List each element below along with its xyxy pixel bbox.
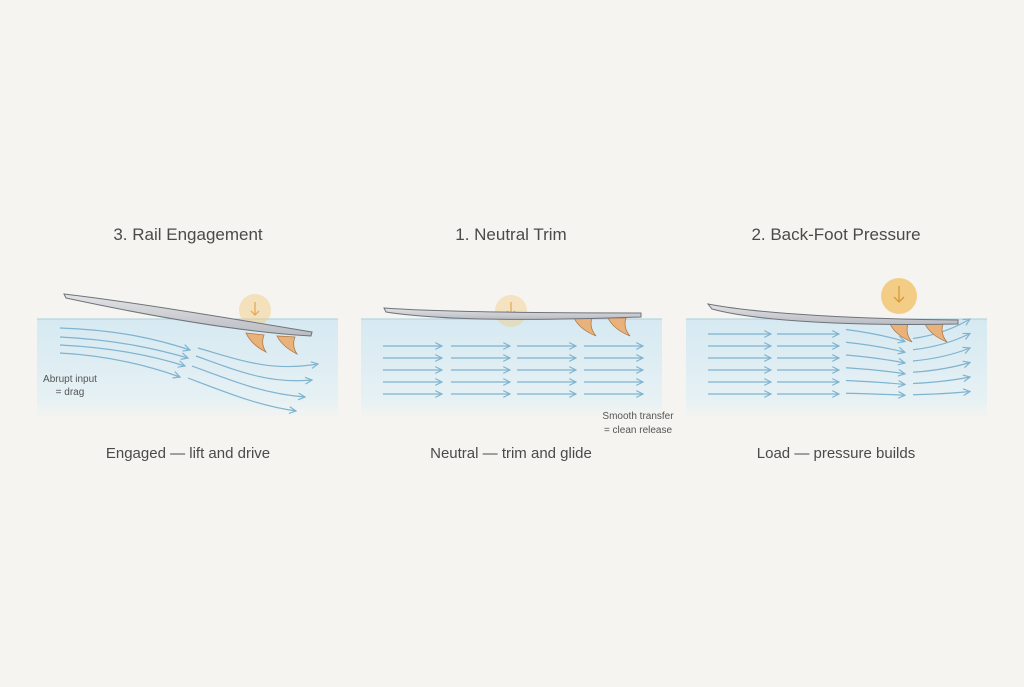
fin	[245, 332, 268, 354]
flow-arrow	[912, 334, 970, 351]
panel-title-back-foot-pressure: 2. Back-Foot Pressure	[751, 225, 920, 244]
surfboard	[63, 293, 313, 337]
flow-arrow	[912, 392, 970, 395]
down-arrow-icon	[250, 302, 260, 316]
flow-lines-rail	[59, 327, 318, 411]
fin	[924, 323, 948, 343]
flow-arrow	[59, 344, 185, 366]
flow-arrow	[912, 348, 970, 362]
water-panel-1	[37, 319, 338, 419]
fin	[607, 317, 631, 337]
water-panel-2	[361, 319, 662, 419]
flow-arrow	[191, 365, 305, 397]
flow-arrow	[845, 367, 905, 374]
abrupt-input-note: Abrupt input	[43, 374, 97, 385]
flow-arrow	[845, 393, 905, 395]
abrupt-input-note-2: = drag	[56, 387, 85, 398]
smooth-transfer-note-2: = clean release	[604, 425, 673, 436]
flow-arrow	[912, 319, 970, 340]
flow-arrow	[59, 336, 188, 358]
flow-arrow	[197, 347, 318, 367]
panel-title-rail-engagement: 3. Rail Engagement	[113, 225, 263, 244]
flow-lines-neutral	[383, 346, 643, 394]
flow-arrow	[59, 352, 180, 377]
fin	[889, 323, 913, 343]
flow-arrow	[187, 377, 296, 411]
flow-arrow	[912, 377, 970, 385]
flow-arrow	[845, 354, 905, 363]
caption-load: Load — pressure builds	[757, 445, 915, 462]
flow-arrow	[59, 327, 190, 350]
flow-arrow	[912, 363, 970, 373]
down-arrow-icon	[893, 286, 905, 303]
flow-arrow	[195, 355, 312, 381]
flow-arrow	[845, 341, 905, 352]
caption-engaged: Engaged — lift and drive	[106, 445, 270, 462]
smooth-transfer-note: Smooth transfer	[602, 411, 674, 422]
panel-title-neutral-trim: 1. Neutral Trim	[455, 225, 566, 244]
flow-arrow	[845, 379, 905, 385]
fin	[573, 317, 597, 337]
surfboard	[706, 303, 959, 325]
flow-lines-pressure	[708, 319, 970, 395]
flow-arrow	[845, 328, 905, 342]
caption-neutral: Neutral — trim and glide	[430, 445, 592, 462]
fin	[276, 335, 299, 356]
surfboard	[383, 307, 642, 320]
